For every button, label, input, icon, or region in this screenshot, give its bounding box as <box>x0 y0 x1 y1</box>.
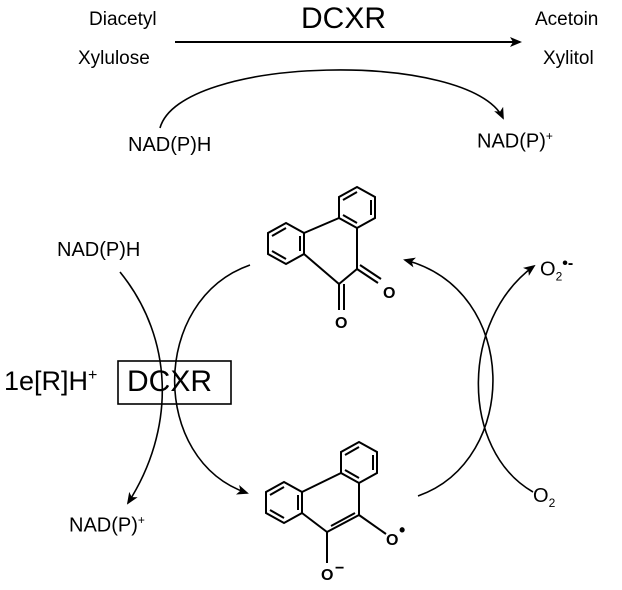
top-cofactor-out: NAD(P)+ <box>477 129 553 154</box>
oxygen-subscript: 2 <box>548 496 556 510</box>
top-cofactor-out-charge: + <box>545 129 553 143</box>
semiquinone-oxygen-anion: O <box>321 567 334 584</box>
semiquinone-radical-dot: • <box>399 520 406 540</box>
oxygen-label: O2 <box>533 485 555 510</box>
cycle-cofactor-out-base: NAD(P) <box>69 514 138 537</box>
semiquinone-radical-anion-structure <box>265 440 387 563</box>
electron-transfer-base: 1e[R]H <box>4 366 89 396</box>
superoxide-label: O2•- <box>540 255 573 284</box>
semiquinone-oxygen-radical: O <box>386 532 399 549</box>
semiquinone-anion-charge: − <box>335 560 345 577</box>
product-acetoin: Acetoin <box>535 9 599 30</box>
quinone-reduction-arrow <box>173 264 251 495</box>
oxygen-base: O <box>533 485 549 507</box>
substrate-diacetyl: Diacetyl <box>89 9 157 30</box>
cycle-enzyme-label: DCXR <box>127 365 213 398</box>
electron-transfer-label: 1e[R]H+ <box>4 366 97 397</box>
top-cofactor-arrow <box>159 69 504 129</box>
superoxide-charge: •- <box>562 255 574 272</box>
cycle-cofactor-out: NAD(P)+ <box>69 513 145 538</box>
superoxide-subscript: 2 <box>555 269 563 284</box>
electron-transfer-charge: + <box>88 367 98 384</box>
superoxide-base: O <box>540 258 556 281</box>
substrate-xylulose: Xylulose <box>78 48 150 69</box>
oxygen-reduction-arrow <box>477 264 536 493</box>
phenanthrenequinone-structure <box>267 185 382 310</box>
dcxr-enzyme-box <box>117 360 232 405</box>
semiquinone-reoxidation-arrow <box>403 257 494 497</box>
top-cofactor-out-base: NAD(P) <box>477 130 546 153</box>
cycle-cofactor-in: NAD(P)H <box>57 239 141 261</box>
quinone-oxygen-bottom: O <box>335 315 348 332</box>
cycle-cofactor-out-charge: + <box>137 513 145 527</box>
quinone-oxygen-right: O <box>383 285 396 302</box>
top-cofactor-in: NAD(P)H <box>128 134 212 156</box>
product-xylitol: Xylitol <box>543 48 594 69</box>
top-enzyme-label: DCXR <box>301 2 387 35</box>
cofactor-oxidation-arrow <box>119 271 164 505</box>
